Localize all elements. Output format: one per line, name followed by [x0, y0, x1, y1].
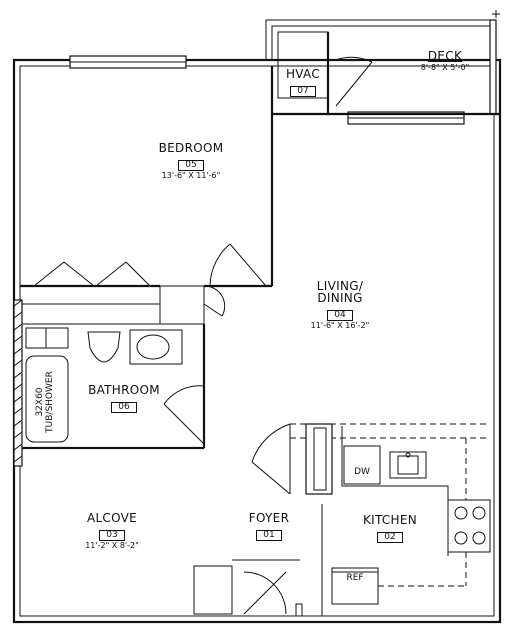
kitchen-label: KITCHEN 02 [352, 514, 428, 544]
living-label: LIVING/ DINING 04 11'-6" X 16'-2" [280, 280, 400, 330]
bathroom-label: BATHROOM 06 [76, 384, 172, 414]
foyer-number: 01 [256, 530, 282, 541]
dishwasher-label: DW [354, 467, 370, 477]
deck-label: DECK 8'-8" X 5'-0" [400, 50, 490, 72]
alcove-name: ALCOVE [86, 511, 138, 525]
linen-closet [159, 285, 226, 325]
bedroom-walls [20, 66, 274, 305]
deck-outline [265, 19, 500, 116]
bedroom-label: BEDROOM 05 13'-6" X 11'-6" [131, 142, 251, 180]
hvac-name: HVAC [285, 67, 321, 81]
living-name-line2: DINING [317, 291, 363, 305]
bedroom-name: BEDROOM [158, 141, 224, 155]
entry-door [193, 559, 303, 617]
foyer-name: FOYER [248, 511, 290, 525]
bedroom-dims: 13'-6" X 11'-6" [161, 171, 221, 180]
hvac-number: 07 [290, 86, 316, 97]
bathroom-walls [13, 299, 206, 467]
living-number: 04 [327, 310, 353, 321]
corner-ticks [492, 10, 500, 18]
foyer-label: FOYER 01 [236, 512, 302, 542]
living-dims: 11'-6" X 16'-2" [310, 321, 370, 330]
kitchen-name: KITCHEN [362, 513, 418, 527]
alcove-dims: 11'-2" X 8'-2" [85, 541, 139, 550]
tub-type: TUB/SHOWER [45, 371, 55, 433]
bathroom-number: 06 [111, 402, 137, 413]
hvac-label: HVAC 07 [278, 68, 328, 98]
deck-dims: 8'-8" X 5'-0" [420, 63, 470, 72]
kitchen-number: 02 [377, 532, 403, 543]
kitchen-layout [251, 423, 491, 616]
hvac-closet [277, 31, 373, 114]
refrigerator-label: REF [346, 573, 364, 583]
alcove-number: 03 [99, 530, 125, 541]
alcove-label: ALCOVE 03 11'-2" X 8'-2" [62, 512, 162, 550]
windows [69, 55, 465, 125]
bedroom-number: 05 [178, 160, 204, 171]
bathroom-name: BATHROOM [88, 383, 160, 397]
living-name-line1: LIVING/ [316, 279, 364, 293]
deck-name: DECK [427, 49, 463, 63]
